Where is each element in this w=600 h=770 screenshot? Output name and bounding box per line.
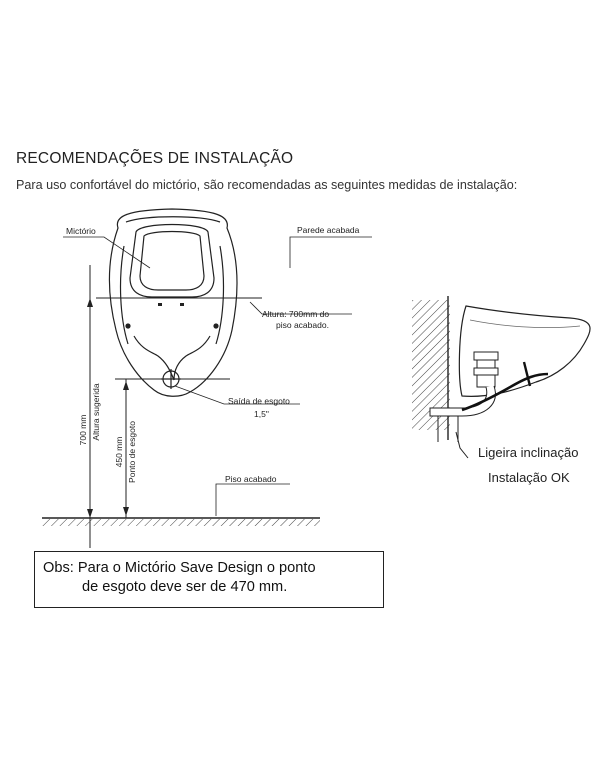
label-parede-acabada: Parede acabada — [297, 225, 360, 235]
dimension-450 — [123, 379, 129, 518]
page-subtitle: Para uso confortável do mictório, são re… — [16, 178, 518, 192]
urinal-front-view — [108, 208, 238, 397]
observation-note: Obs: Para o Mictório Save Design o ponto… — [34, 551, 384, 608]
label-450mm: 450 mm — [114, 437, 124, 468]
floor-line — [42, 517, 320, 526]
label-saida-line1: Saída de esgoto — [228, 396, 290, 406]
mounting-hole — [125, 323, 131, 329]
label-altura-line2: piso acabado. — [276, 320, 329, 330]
label-ponto-esgoto: Ponto de esgoto — [127, 421, 137, 483]
note-line1: Obs: Para o Mictório Save Design o ponto — [43, 560, 316, 576]
mounting-hole — [213, 323, 219, 329]
label-saida-line2: 1,5" — [254, 409, 269, 419]
label-mictorio: Mictório — [66, 226, 96, 236]
page-title: RECOMENDAÇÕES DE INSTALAÇÃO — [16, 150, 294, 167]
note-line2: de esgoto deve ser de 470 mm. — [82, 579, 288, 595]
label-ligeira-inclinacao: Ligeira inclinação — [478, 445, 578, 460]
label-altura-sugerida: Altura sugerida — [91, 383, 101, 440]
label-700mm: 700 mm — [78, 415, 88, 446]
label-altura-line1: Altura: 700mm do — [262, 309, 329, 319]
label-instalacao-ok: Instalação OK — [488, 470, 570, 485]
label-piso-acabado: Piso acabado — [225, 474, 277, 484]
dimension-700 — [87, 265, 93, 548]
side-view-detail — [412, 296, 591, 459]
